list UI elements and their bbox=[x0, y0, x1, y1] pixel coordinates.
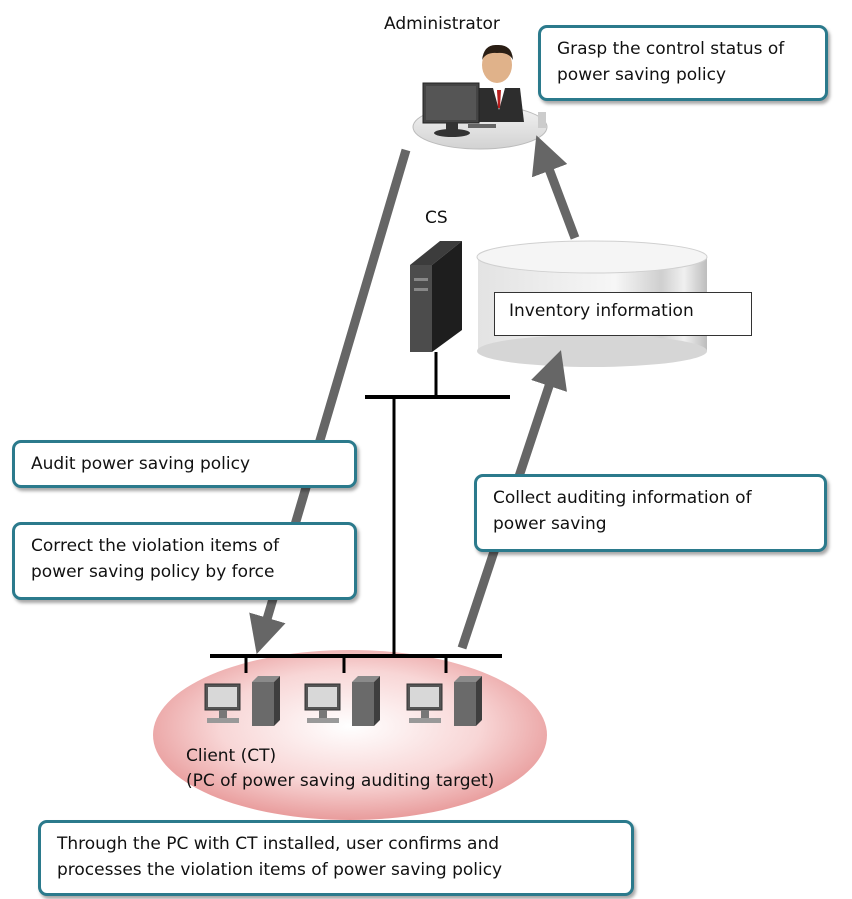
correct-violation-callout: Correct the violation items of power sav… bbox=[12, 522, 357, 600]
user-confirms-callout: Through the PC with CT installed, user c… bbox=[38, 820, 634, 896]
cs-label: CS bbox=[425, 208, 448, 228]
callout-line: Through the PC with CT installed, user c… bbox=[57, 834, 500, 854]
callout-line: processes the violation items of power s… bbox=[57, 859, 503, 880]
callout-line: power saving policy by force bbox=[31, 561, 275, 582]
callout-line: Collect auditing information of bbox=[493, 488, 752, 508]
inventory-information-box: Inventory information bbox=[494, 292, 752, 336]
inventory-information-label: Inventory information bbox=[509, 301, 694, 321]
client-pc-icon bbox=[406, 676, 482, 726]
grasp-status-callout: Grasp the control status of power saving… bbox=[538, 25, 828, 101]
callout-line: power saving bbox=[493, 513, 607, 534]
status-flow-arrow bbox=[531, 135, 580, 240]
client-pc-icon bbox=[204, 676, 280, 726]
callout-line: Grasp the control status of bbox=[557, 39, 785, 59]
administrator-label: Administrator bbox=[384, 14, 500, 34]
client-label: Client (CT) (PC of power saving auditing… bbox=[186, 744, 494, 793]
audit-policy-callout: Audit power saving policy bbox=[12, 440, 357, 488]
client-pc-icon bbox=[304, 676, 380, 726]
callout-line: power saving policy bbox=[557, 64, 727, 85]
client-label-line1: Client (CT) bbox=[186, 746, 277, 766]
callout-line: Audit power saving policy bbox=[31, 454, 251, 474]
cs-server-icon bbox=[410, 241, 462, 352]
client-label-line2: (PC of power saving auditing target) bbox=[186, 770, 495, 791]
client-area bbox=[153, 650, 547, 820]
collect-auditing-callout: Collect auditing information of power sa… bbox=[474, 474, 827, 552]
administrator-desk-icon bbox=[412, 44, 548, 150]
callout-line: Correct the violation items of bbox=[31, 536, 280, 556]
